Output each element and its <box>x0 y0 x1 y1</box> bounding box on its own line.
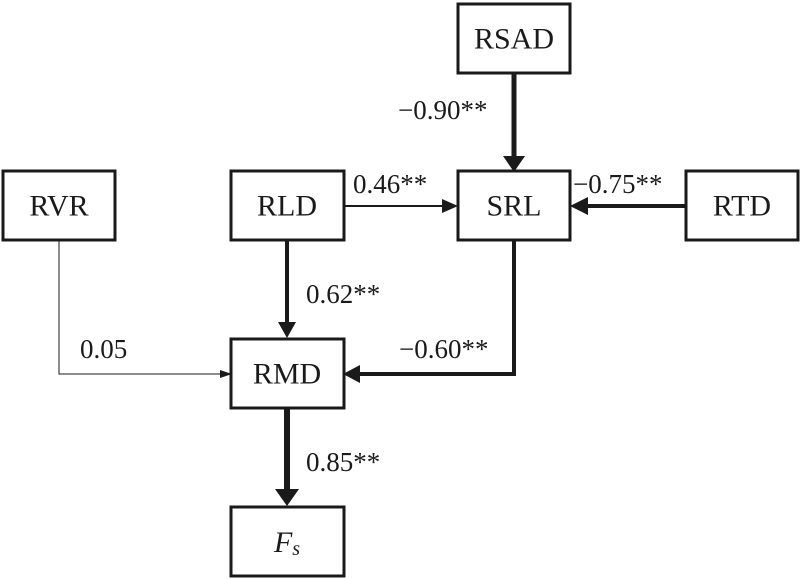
node-rsad: RSAD <box>456 2 572 75</box>
node-rld: RLD <box>229 169 346 242</box>
label-rtd-srl: −0.75** <box>573 169 662 199</box>
node-fs-label: Fs <box>273 526 300 561</box>
label-rvr-rmd: 0.05 <box>80 334 127 364</box>
edge-srl-rmd <box>343 240 516 383</box>
node-srl-label: SRL <box>486 190 541 223</box>
node-fs-main: F <box>273 526 293 559</box>
node-fs: Fs <box>229 505 346 578</box>
label-rld-srl: 0.46** <box>353 169 427 199</box>
edge-rtd-srl <box>570 197 686 215</box>
node-rsad-label: RSAD <box>474 23 554 56</box>
label-rld-rmd: 0.62** <box>306 279 380 309</box>
node-rld-label: RLD <box>257 190 317 223</box>
edge-rmd-fs <box>275 408 299 506</box>
node-rtd-label: RTD <box>713 190 771 223</box>
node-srl: SRL <box>456 169 572 242</box>
node-rmd: RMD <box>229 337 346 410</box>
label-rmd-fs: 0.85** <box>306 447 380 477</box>
node-fs-subscript: s <box>292 538 300 560</box>
edge-rld-rmd <box>278 240 296 338</box>
label-rsad-srl: −0.90** <box>398 95 487 125</box>
node-rtd: RTD <box>684 169 800 242</box>
edge-rvr-rmd <box>58 240 232 378</box>
node-rmd-label: RMD <box>253 358 321 391</box>
edge-rsad-srl <box>503 73 525 172</box>
node-rvr-label: RVR <box>29 190 88 223</box>
node-rvr: RVR <box>1 169 117 242</box>
label-srl-rmd: −0.60** <box>399 334 488 364</box>
edge-rld-srl <box>344 199 458 213</box>
